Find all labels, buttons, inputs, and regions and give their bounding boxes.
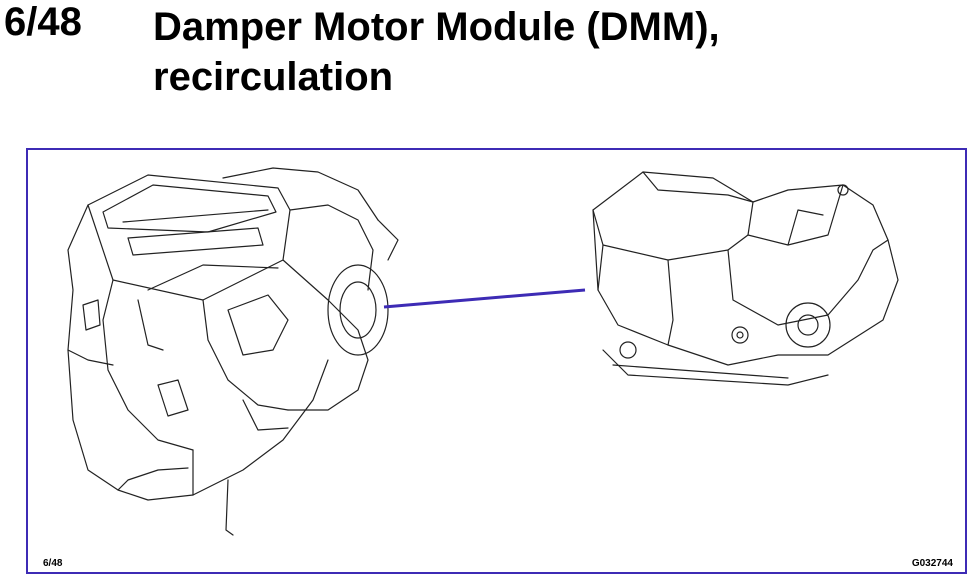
page-number: 6/48 xyxy=(4,0,82,44)
dmm-drawing xyxy=(592,171,899,386)
illustration xyxy=(67,167,899,536)
figure-ref-left: 6/48 xyxy=(43,558,63,569)
figure-frame: 6/48 G032744 xyxy=(26,148,967,574)
page-title-line-2: recirculation xyxy=(153,55,394,99)
leader-line xyxy=(383,288,586,309)
hvac-housing-drawing xyxy=(67,167,399,536)
page-title: Damper Motor Module (DMM), recirculation xyxy=(153,2,853,102)
page-title-line-1: Damper Motor Module (DMM), xyxy=(153,5,720,49)
figure-ref-right: G032744 xyxy=(911,558,953,569)
